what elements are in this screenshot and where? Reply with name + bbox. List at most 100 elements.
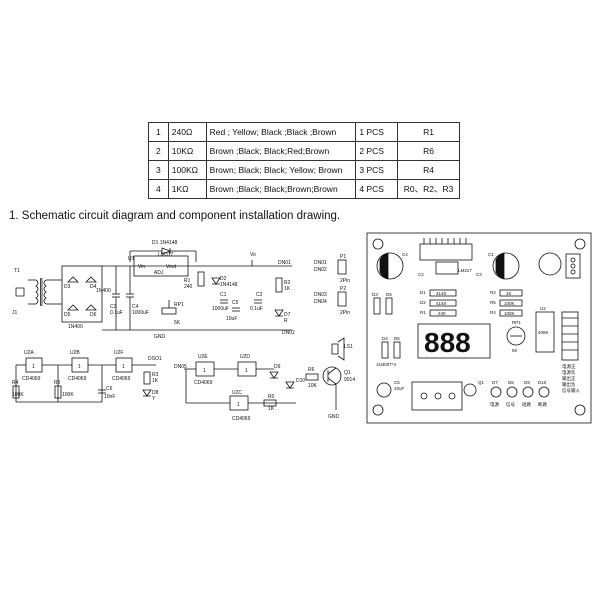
label-c5: C5 <box>232 300 239 306</box>
label-d1: D1 1N4148 <box>152 240 178 246</box>
label-rp1v: 5K <box>174 320 181 326</box>
pcb-label-short: 短路 <box>522 401 531 408</box>
potentiometer-rp1 <box>506 326 526 346</box>
pcb-label-d3: D3 <box>372 292 378 297</box>
pcb-label-c1: C1 <box>488 252 494 257</box>
pcb-label-c4: C4 <box>402 252 408 257</box>
pcb-label-d7: D7 <box>492 380 498 385</box>
table-row: 4 1KΩ Brown ;Black; Black;Brown;Brown 4 … <box>148 179 460 199</box>
label-r0v: 1K <box>268 406 275 412</box>
label-dp4: DN04 <box>314 299 327 305</box>
mounting-hole <box>574 238 586 250</box>
label-dn05: DN05 <box>174 364 187 370</box>
label-gnd: GND <box>154 334 166 340</box>
pcb-layout-drawing: C4 C1 LM317 C2 C3 D3 D5 D1 4148 D2 4148 … <box>366 232 592 424</box>
gate-u2f-mark: 1 <box>122 364 125 370</box>
label-r3: R3 <box>152 372 159 378</box>
pcb-label-r4: R4 <box>490 310 496 315</box>
pcb-label-c5v: 10uF <box>394 386 405 391</box>
pcb-outline <box>366 232 592 424</box>
table-row: 1 240Ω Red ; Yellow; Black ;Black ;Brown… <box>148 122 460 142</box>
label-cd4069-1: CD4069 <box>22 376 41 382</box>
pcb-label-d4: D4 <box>382 336 388 341</box>
pcb-label-signal: 信号 <box>506 401 515 408</box>
label-vo: Vo <box>250 252 256 258</box>
label-q1: Q1 <box>344 370 351 376</box>
label-c3: C3 <box>110 304 117 310</box>
label-cd4069-4: CD4069 <box>194 380 213 386</box>
resistor-value: 240Ω <box>167 122 207 142</box>
gate-u2d-mark: 1 <box>245 368 248 374</box>
pcb-label-c2: C2 <box>418 272 424 277</box>
label-dp2: DN02 <box>314 267 327 273</box>
label-ls1: LS1 <box>344 344 353 350</box>
label-r6: R6 <box>308 367 315 373</box>
gate-u2c-mark: 1 <box>237 402 240 408</box>
label-d8: D8 <box>152 390 159 396</box>
label-d2: D2 <box>220 276 227 282</box>
quantity: 3 PCS <box>355 160 399 180</box>
label-c6v: 10nF <box>104 394 115 400</box>
row-index: 1 <box>148 122 169 142</box>
pcb-note-4: 输出负 <box>562 381 576 388</box>
label-r0: R0 <box>268 394 275 400</box>
pcb-label-r1v: 240 <box>438 311 446 316</box>
pcb-label-u2: U2 <box>540 306 546 311</box>
label-vin: Vin <box>138 264 145 270</box>
pcb-label-power: 电源 <box>490 401 499 408</box>
pcb-label-r4v: 100K <box>504 311 515 316</box>
label-dn01: DN01 <box>278 260 291 266</box>
mounting-hole <box>372 238 384 250</box>
label-r5: R5 <box>54 380 61 386</box>
label-r4: R4 <box>12 380 19 386</box>
resistor-color-table: 1 240Ω Red ; Yellow; Black ;Black ;Brown… <box>148 122 460 199</box>
label-d7v: R <box>284 318 288 324</box>
label-j1: J1 <box>12 310 18 316</box>
gate-u2a-mark: 1 <box>32 364 35 370</box>
pcb-label-r2: R2 <box>490 290 496 295</box>
label-p2: P2 <box>340 286 346 292</box>
label-dp1: DN01 <box>314 260 327 266</box>
label-d2v: 1N4148 <box>220 282 238 288</box>
label-c5v: 10uF <box>226 316 237 322</box>
label-dso1: DSO1 <box>148 356 162 362</box>
reference: R4 <box>397 160 460 180</box>
quantity: 1 PCS <box>355 122 399 142</box>
capacitor-c5 <box>376 382 392 398</box>
label-dn02: DN02 <box>282 330 295 336</box>
label-u2e: U2E <box>198 354 208 360</box>
label-cd4069-5: CD4069 <box>232 416 251 422</box>
label-pin2a: 2Pin <box>340 278 350 284</box>
label-q1v: 9014 <box>344 377 355 383</box>
label-c2v: 0.1uF <box>250 306 263 312</box>
label-u2d: U2D <box>240 354 250 360</box>
label-vout: Vout <box>166 264 177 270</box>
pcb-label-d1: D1 <box>420 290 426 295</box>
label-r6v: 10K <box>308 383 318 389</box>
label-r1: R1 <box>184 278 191 284</box>
table-row: 3 100KΩ Brown; Black; Black; Yellow; Bro… <box>148 160 460 180</box>
reference: R0、R2、R3 <box>397 179 460 199</box>
label-u1: U1 <box>128 256 135 262</box>
ic-u2 <box>535 311 555 353</box>
pcb-label-d6: D6 <box>394 336 400 341</box>
label-r2: R2 <box>284 280 291 286</box>
label-c4v: 1000uF <box>132 310 149 316</box>
label-c4: C4 <box>132 304 139 310</box>
quantity: 4 PCS <box>355 179 399 199</box>
color-code: Brown ;Black; Black;Red;Brown <box>205 141 357 161</box>
label-cd4069-3: CD4069 <box>112 376 131 382</box>
pcb-label-v4148b: 4148 <box>436 301 447 306</box>
transistor-q1 <box>463 383 477 397</box>
led-d8 <box>506 386 518 398</box>
table-row: 2 10KΩ Brown ;Black; Black;Red;Brown 2 P… <box>148 141 460 161</box>
label-d7: D7 <box>284 312 291 318</box>
pcb-label-d10: D10 <box>538 380 547 385</box>
seven-segment-display <box>417 323 491 359</box>
label-d10: D10 <box>296 378 305 384</box>
gate-u2e-mark: 1 <box>203 368 206 374</box>
label-gnd-2: GND <box>328 414 340 420</box>
label-r2v: 1K <box>284 286 291 292</box>
label-d3: D3 <box>64 284 71 290</box>
reference: R1 <box>397 122 460 142</box>
